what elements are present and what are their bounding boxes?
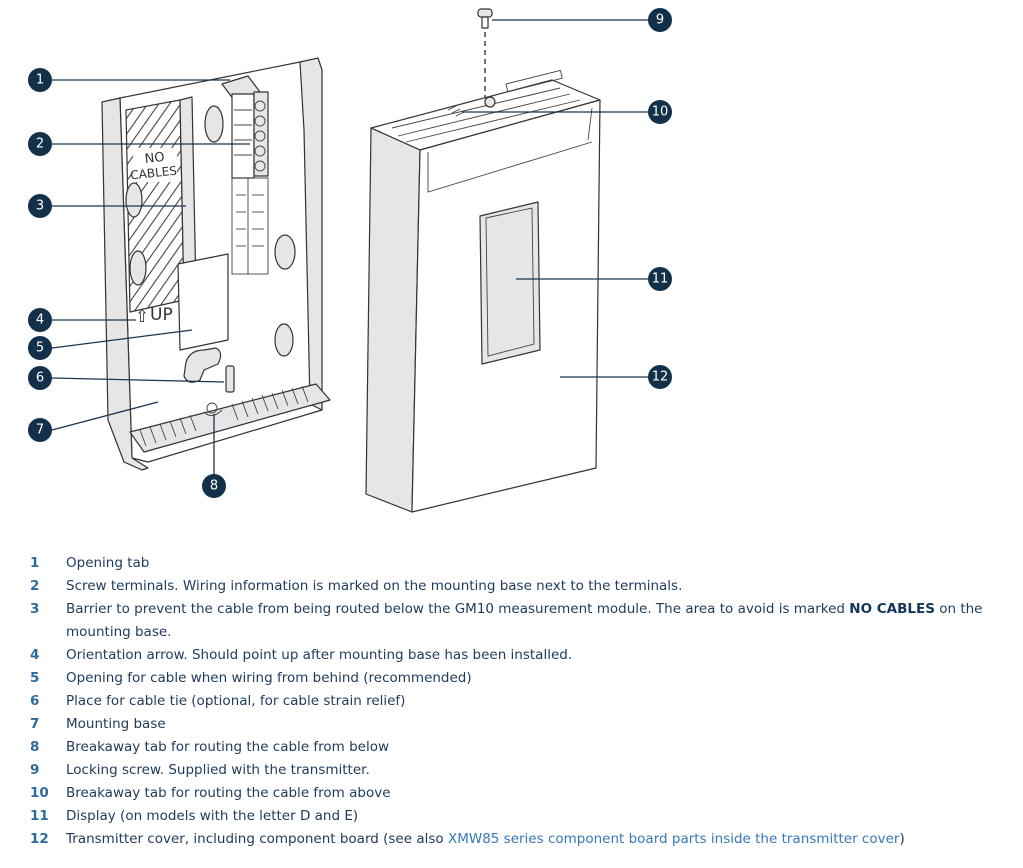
display-window xyxy=(485,207,535,357)
legend-number: 6 xyxy=(30,693,40,709)
svg-text:7: 7 xyxy=(36,423,44,438)
svg-text:12: 12 xyxy=(652,370,669,385)
no-label: NO xyxy=(144,150,165,167)
callout-2: 2 xyxy=(28,132,52,156)
legend-text: Orientation arrow. Should point up after… xyxy=(66,647,573,663)
svg-text:1: 1 xyxy=(36,73,44,88)
callout-12: 12 xyxy=(648,365,672,389)
legend-item: 5 Opening for cable when wiring from behi… xyxy=(30,667,1020,690)
legend-number: 1 xyxy=(30,555,40,571)
legend-text: Transmitter cover, including component b… xyxy=(66,831,905,847)
legend-number: 8 xyxy=(30,739,40,755)
svg-text:4: 4 xyxy=(36,313,44,328)
legend-item: 9 Locking screw. Supplied with the transm… xyxy=(30,759,1020,782)
legend-number: 7 xyxy=(30,716,40,732)
legend-text: Breakaway tab for routing the cable from… xyxy=(66,785,391,801)
svg-text:3: 3 xyxy=(36,199,44,214)
legend-text: Barrier to prevent the cable from being … xyxy=(66,601,983,640)
transmitter-cover xyxy=(365,8,601,513)
legend-number: 11 xyxy=(30,808,49,824)
legend-text: Opening for cable when wiring from behin… xyxy=(66,670,472,686)
svg-text:10: 10 xyxy=(652,105,669,120)
callout-3: 3 xyxy=(28,194,52,218)
svg-text:2: 2 xyxy=(36,137,44,152)
legend-text: Opening tab xyxy=(66,555,150,571)
legend-item: 11 Display (on models with the letter D a… xyxy=(30,805,1020,828)
screw-terminals xyxy=(221,75,269,275)
legend-item: 12 Transmitter cover, including component… xyxy=(30,828,1020,851)
callout-11: 11 xyxy=(648,267,672,291)
legend-text: Display (on models with the letter D and… xyxy=(66,808,359,824)
svg-text:5: 5 xyxy=(36,341,44,356)
legend-number: 2 xyxy=(30,578,40,594)
legend-item: 4 Orientation arrow. Should point up afte… xyxy=(30,644,1020,667)
locking-screw xyxy=(477,8,493,98)
up-label: UP xyxy=(150,305,173,325)
legend-text: Mounting base xyxy=(66,716,166,732)
up-arrow-icon: ⇧ xyxy=(135,307,149,327)
legend-number: 12 xyxy=(30,831,49,847)
legend-number: 4 xyxy=(30,647,40,663)
svg-text:8: 8 xyxy=(210,479,218,494)
mounting-base: NO CABLES xyxy=(101,57,331,471)
legend-item: 7 Mounting base xyxy=(30,713,1020,736)
legend-text: Screw terminals. Wiring information is m… xyxy=(66,578,683,594)
callout-1: 1 xyxy=(28,68,52,92)
legend-item: 10 Breakaway tab for routing the cable fr… xyxy=(30,782,1020,805)
svg-text:9: 9 xyxy=(656,13,664,28)
legend-number: 5 xyxy=(30,670,40,686)
callout-10: 10 xyxy=(648,100,672,124)
legend-item: 6 Place for cable tie (optional, for cabl… xyxy=(30,690,1020,713)
legend-item: 8 Breakaway tab for routing the cable fro… xyxy=(30,736,1020,759)
callout-6: 6 xyxy=(28,366,52,390)
callout-7: 7 xyxy=(28,418,52,442)
legend-text: Locking screw. Supplied with the transmi… xyxy=(66,762,370,778)
legend-number: 9 xyxy=(30,762,40,778)
callout-5: 5 xyxy=(28,336,52,360)
legend-number: 3 xyxy=(30,601,40,617)
svg-text:6: 6 xyxy=(36,371,44,386)
legend-item: 2 Screw terminals. Wiring information is … xyxy=(30,575,1020,598)
callout-8: 8 xyxy=(202,474,226,498)
callouts: 1 2 3 4 5 6 7 8 9 10 11 12 xyxy=(28,8,672,498)
parts-legend: 1 Opening tab 2 Screw terminals. Wiring in… xyxy=(30,552,1020,851)
callout-9: 9 xyxy=(648,8,672,32)
no-cables-bold: NO CABLES xyxy=(849,601,935,617)
svg-text:11: 11 xyxy=(652,272,669,287)
component-board-link[interactable]: XMW85 series component board parts insid… xyxy=(447,831,900,847)
cables-label: CABLES xyxy=(130,164,178,183)
legend-number: 10 xyxy=(30,785,49,801)
legend-text: Breakaway tab for routing the cable from… xyxy=(66,739,390,755)
legend-item: 3 Barrier to prevent the cable from being… xyxy=(30,598,1020,644)
cable-opening xyxy=(177,253,229,351)
callout-4: 4 xyxy=(28,308,52,332)
legend-text: Place for cable tie (optional, for cable… xyxy=(66,693,406,709)
exploded-parts-diagram: NO CABLES xyxy=(28,8,672,513)
legend-item: 1 Opening tab xyxy=(30,552,1020,575)
